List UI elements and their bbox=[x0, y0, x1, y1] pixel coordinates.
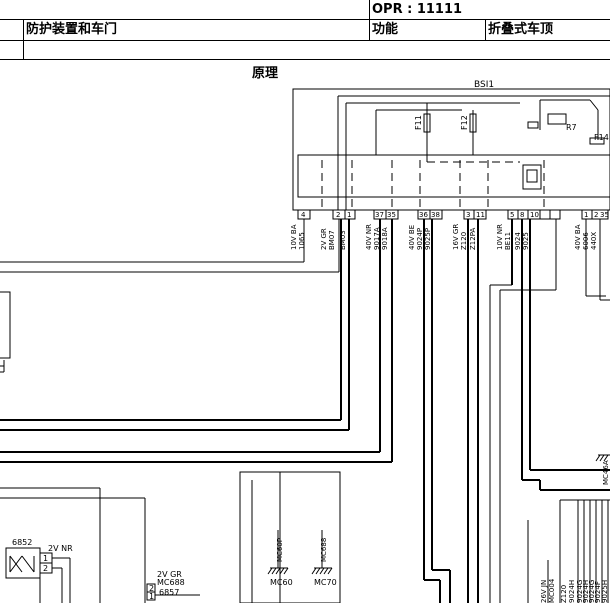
svg-text:11: 11 bbox=[476, 211, 485, 219]
svg-text:1: 1 bbox=[347, 211, 351, 219]
svg-text:MC004: MC004 bbox=[548, 578, 556, 603]
svg-text:1: 1 bbox=[149, 592, 154, 601]
fuse-f12-label: F12 bbox=[460, 115, 469, 130]
svg-text:1: 1 bbox=[584, 211, 588, 219]
header-row-1: OPR : 11111 bbox=[0, 0, 610, 20]
svg-text:6852: 6852 bbox=[12, 538, 32, 547]
svg-text:2: 2 bbox=[149, 584, 154, 593]
svg-text:16V GR: 16V GR bbox=[452, 224, 460, 250]
fuse-f11-label: F11 bbox=[414, 115, 423, 130]
function-value: 折叠式车顶 bbox=[485, 20, 610, 40]
svg-text:Z12PA: Z12PA bbox=[469, 228, 477, 250]
svg-text:9025: 9025 bbox=[522, 232, 530, 250]
svg-text:MC688: MC688 bbox=[157, 578, 185, 587]
svg-text:BE11: BE11 bbox=[504, 232, 512, 250]
svg-text:MC46A: MC46A bbox=[602, 460, 610, 485]
svg-text:1065: 1065 bbox=[298, 232, 306, 250]
header-row-2: 防护装置和车门 功能 折叠式车顶 bbox=[0, 20, 610, 41]
svg-text:Z120: Z120 bbox=[460, 232, 468, 250]
svg-text:2: 2 bbox=[43, 564, 48, 573]
svg-text:2V GR: 2V GR bbox=[320, 228, 328, 250]
svg-text:35: 35 bbox=[387, 211, 396, 219]
svg-text:9024H: 9024H bbox=[582, 580, 590, 603]
opr-label: OPR : 11111 bbox=[369, 0, 610, 19]
bsi-box bbox=[292, 88, 610, 211]
svg-text:40V NR: 40V NR bbox=[365, 224, 373, 250]
svg-text:2V GR: 2V GR bbox=[157, 570, 182, 579]
svg-text:8: 8 bbox=[520, 211, 524, 219]
svg-text:40V BE: 40V BE bbox=[408, 225, 416, 250]
svg-text:MC688: MC688 bbox=[320, 538, 328, 562]
svg-text:MC60P: MC60P bbox=[276, 538, 284, 562]
svg-text:26V JN: 26V JN bbox=[540, 580, 548, 603]
svg-text:6006: 6006 bbox=[582, 232, 590, 250]
svg-text:10V NR: 10V NR bbox=[496, 224, 504, 250]
svg-text:2: 2 bbox=[594, 211, 598, 219]
svg-text:9018A: 9018A bbox=[381, 227, 389, 250]
svg-text:Z120: Z120 bbox=[560, 585, 568, 603]
svg-text:5: 5 bbox=[510, 211, 514, 219]
bsi-label: BSI1 bbox=[474, 80, 494, 90]
svg-text:9025P: 9025P bbox=[424, 228, 432, 250]
section-label: 防护装置和车门 bbox=[23, 20, 369, 40]
svg-text:MC70: MC70 bbox=[314, 578, 337, 587]
ic-chip bbox=[522, 164, 542, 190]
svg-text:4: 4 bbox=[301, 211, 306, 219]
svg-text:9024: 9024 bbox=[514, 232, 522, 250]
svg-text:BM03: BM03 bbox=[339, 230, 347, 250]
svg-text:1: 1 bbox=[43, 554, 48, 563]
header-row-3 bbox=[0, 41, 610, 60]
svg-text:MC60: MC60 bbox=[270, 578, 293, 587]
svg-text:9024H: 9024H bbox=[568, 580, 576, 603]
svg-text:9024F: 9024F bbox=[594, 581, 602, 603]
svg-text:9024G: 9024G bbox=[588, 580, 596, 603]
svg-text:9025H: 9025H bbox=[601, 580, 609, 603]
svg-text:3: 3 bbox=[466, 211, 470, 219]
svg-text:40V BA: 40V BA bbox=[574, 224, 582, 250]
svg-text:9017A: 9017A bbox=[373, 227, 381, 250]
function-label: 功能 bbox=[369, 20, 485, 40]
component-6852 bbox=[5, 547, 41, 579]
relay-label: R7 bbox=[566, 123, 577, 132]
svg-text:440X: 440X bbox=[590, 232, 598, 250]
svg-text:2: 2 bbox=[336, 211, 340, 219]
svg-text:36: 36 bbox=[419, 211, 428, 219]
bsi-connector-strip bbox=[297, 154, 610, 198]
relay-r7 bbox=[547, 113, 567, 125]
ground-box bbox=[239, 471, 341, 603]
svg-text:38: 38 bbox=[431, 211, 440, 219]
svg-text:35: 35 bbox=[600, 211, 609, 219]
svg-text:6857: 6857 bbox=[159, 588, 179, 597]
svg-text:10: 10 bbox=[530, 211, 539, 219]
diagram-title: 原理 bbox=[252, 66, 279, 81]
svg-text:2V NR: 2V NR bbox=[48, 544, 73, 553]
f14-label: F14 bbox=[594, 133, 609, 142]
svg-text:9024P: 9024P bbox=[416, 228, 424, 250]
svg-text:9024G: 9024G bbox=[576, 580, 584, 603]
svg-text:BM07: BM07 bbox=[328, 230, 336, 250]
empty-cell bbox=[23, 41, 610, 59]
svg-text:10V BA: 10V BA bbox=[290, 224, 298, 250]
svg-text:37: 37 bbox=[375, 211, 384, 219]
